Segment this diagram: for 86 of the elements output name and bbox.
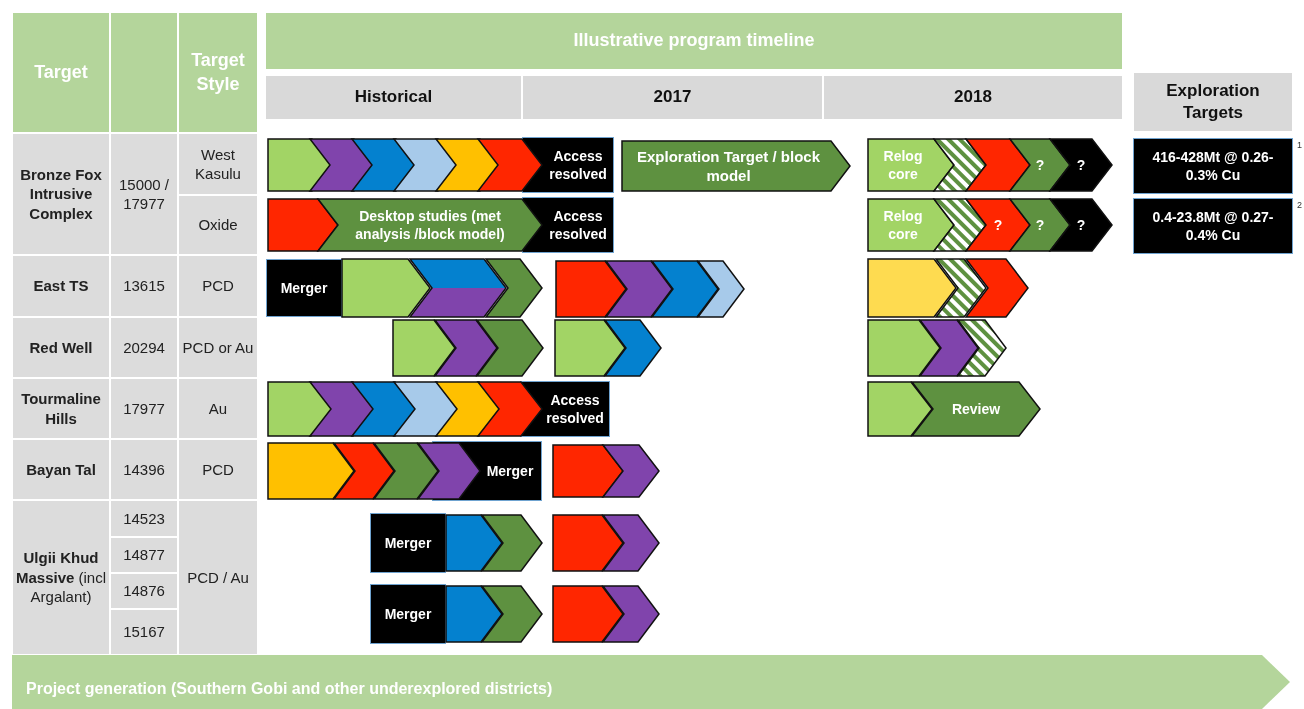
phase-segment <box>436 139 500 191</box>
phase-segment <box>477 320 543 376</box>
callout-box: Merger <box>370 584 446 644</box>
phase-segment <box>435 320 497 376</box>
phase-segment <box>606 261 672 317</box>
phase-segment <box>934 139 986 191</box>
callout-box: 0.4-23.8Mt @ 0.27-0.4% Cu <box>1133 198 1293 254</box>
header-cell: Target Style <box>178 12 258 133</box>
table-cell: PCD / Au <box>178 500 258 655</box>
phase-segment <box>310 382 374 436</box>
phase-segment <box>482 586 542 642</box>
phase-segment <box>268 139 332 191</box>
table-cell: 20294 <box>110 317 178 378</box>
table-cell: Bronze Fox Intrusive Complex <box>12 133 110 255</box>
phase-segment <box>436 382 500 436</box>
phase-segment <box>553 515 623 571</box>
phase-segment <box>958 320 1006 376</box>
table-cell: 14877 <box>110 537 178 573</box>
table-cell: Ulgii Khud Massive (incl Argalant) <box>12 500 110 655</box>
phase-segment <box>868 382 932 436</box>
phase-segment <box>966 139 1030 191</box>
phase-segment <box>934 199 986 251</box>
callout-box: Merger <box>370 513 446 573</box>
phase-segment: Exploration Target / block model <box>622 141 850 191</box>
phase-segment <box>966 259 1028 317</box>
phase-segment <box>446 515 502 571</box>
phase-segment: ? <box>1050 199 1112 251</box>
table-cell: PCD <box>178 255 258 317</box>
phase-segment <box>394 382 458 436</box>
header-cell: Historical <box>265 75 522 120</box>
callout-box: Merger <box>266 259 342 317</box>
phase-segment <box>603 515 659 571</box>
phase-segment <box>698 261 744 317</box>
callout-box: 416-428Mt @ 0.26-0.3% Cu <box>1133 138 1293 194</box>
phase-segment: ? <box>1050 139 1112 191</box>
header-cell: 2018 <box>823 75 1123 120</box>
table-cell: Oxide <box>178 195 258 255</box>
phase-segment <box>652 261 718 317</box>
timeline-header: Illustrative program timeline <box>265 12 1123 70</box>
banner: Project generation (Southern Gobi and other underexplored districts) <box>12 655 1290 709</box>
phase-segment <box>393 320 455 376</box>
phase-segment <box>310 139 374 191</box>
phase-segment <box>352 382 416 436</box>
phase-segment <box>553 586 623 642</box>
phase-segment: ? <box>966 199 1030 251</box>
table-cell: 17977 <box>110 378 178 439</box>
phase-segment <box>920 320 978 376</box>
table-cell: East TS <box>12 255 110 317</box>
phase-segment <box>482 515 542 571</box>
table-cell: Red Well <box>12 317 110 378</box>
header-cell: Exploration Targets <box>1133 72 1293 132</box>
table-cell: West Kasulu <box>178 133 258 195</box>
phase-segment <box>868 320 940 376</box>
table-cell: 13615 <box>110 255 178 317</box>
phase-segment <box>478 139 542 191</box>
phase-segment <box>605 320 661 376</box>
footnote-mark: 2 <box>1297 200 1302 210</box>
phase-segment <box>556 261 626 317</box>
table-cell: 14396 <box>110 439 178 500</box>
phase-segment <box>374 443 438 499</box>
footnote-mark: 1 <box>1297 140 1302 150</box>
table-cell: Au <box>178 378 258 439</box>
phase-segment: ? <box>1010 199 1070 251</box>
phase-segment <box>603 586 659 642</box>
table-cell: PCD <box>178 439 258 500</box>
phase-segment <box>446 586 502 642</box>
table-cell: 14523 <box>110 500 178 537</box>
table-cell: Bayan Tal <box>12 439 110 500</box>
phase-segment: ? <box>1010 139 1070 191</box>
phase-segment: Desktop studies (met analysis /block model) <box>318 199 542 251</box>
phase-segment <box>410 259 506 317</box>
table-cell: 14876 <box>110 573 178 609</box>
phase-segment <box>555 320 625 376</box>
header-cell: 2017 <box>522 75 823 120</box>
table-cell: 15167 <box>110 609 178 655</box>
phase-segment <box>268 382 332 436</box>
header-cell: Target <box>12 12 110 133</box>
table-cell: PCD or Au <box>178 317 258 378</box>
phase-segment <box>352 139 416 191</box>
phase-segment <box>478 382 542 436</box>
phase-segment: Review <box>912 382 1040 436</box>
phase-segment <box>486 259 542 317</box>
table-cell: Tourmaline Hills <box>12 378 110 439</box>
phase-segment <box>394 139 458 191</box>
table-cell: 15000 / 17977 <box>110 133 178 255</box>
phase-segment <box>418 443 480 499</box>
